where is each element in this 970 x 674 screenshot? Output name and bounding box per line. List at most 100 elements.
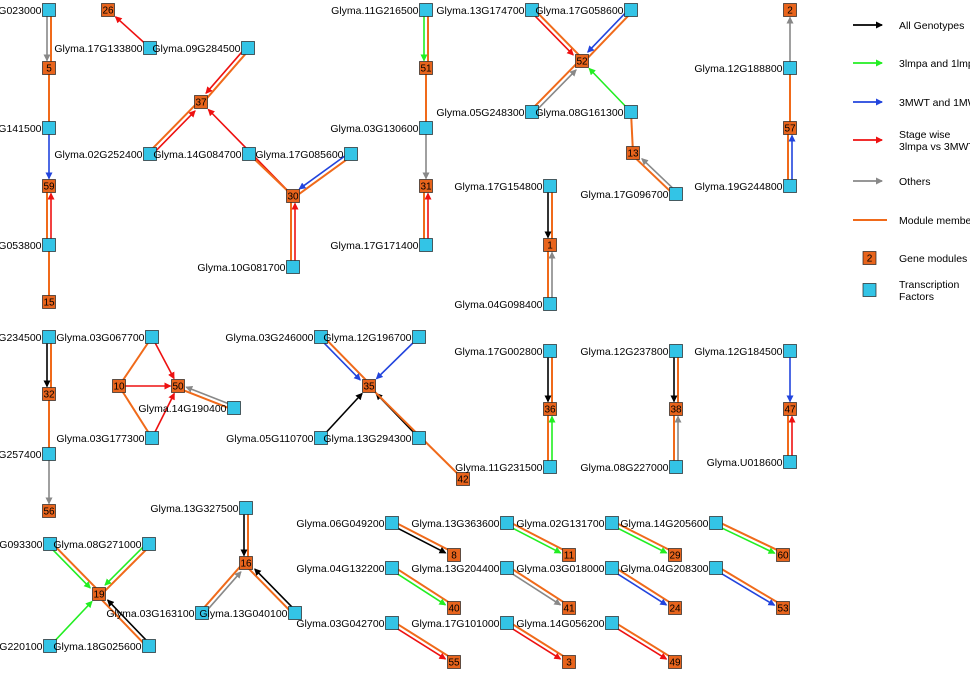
module-number: 42 xyxy=(457,475,469,486)
module-box xyxy=(562,548,576,562)
tf-node-Glyma-U018600: Glyma.U018600 xyxy=(707,455,797,469)
tf-label: Glyma.09G284500 xyxy=(152,43,240,55)
tf-label: Glyma.08G161300 xyxy=(535,107,623,119)
tf-box xyxy=(525,3,539,17)
tf-label: Glyma.17G101000 xyxy=(411,618,499,630)
tf-label: Glyma.08G271000 xyxy=(53,539,141,551)
regulation-arrow-other xyxy=(185,386,236,407)
legend-label-line2: 3lmpa vs 3MWT xyxy=(899,141,970,153)
tf-label: Glyma.17G171400 xyxy=(330,240,418,252)
legend-label: 3lmpa and 1lmpa xyxy=(899,58,970,70)
edge-tf_05G248300-m52 xyxy=(529,58,582,114)
module-node-30: 30 xyxy=(286,189,300,203)
module-number: 51 xyxy=(420,64,432,75)
legend-label-line2: Factors xyxy=(899,291,934,303)
module-node-59: 59 xyxy=(42,179,56,193)
edge-tf_04G132200-m40 xyxy=(390,565,456,608)
regulation-arrow-other xyxy=(202,571,242,615)
tf-node-Glyma-19G257400: Glyma.19G257400 xyxy=(0,447,56,461)
tf-node-Glyma-17G101000: Glyma.17G101000 xyxy=(411,616,514,630)
legend-label: Stage wise xyxy=(899,129,951,141)
module-member-line xyxy=(716,520,785,555)
edge-tf_13G174700-m52 xyxy=(530,7,585,61)
module-box xyxy=(171,379,185,393)
regulation-arrow-impa xyxy=(588,67,632,113)
edge-tf_03G042700-m55 xyxy=(390,620,456,662)
tf-node-Glyma-03G018000: Glyma.03G018000 xyxy=(516,561,619,575)
edge-tf_16G023000-m5 xyxy=(43,10,52,68)
tf-label: Glyma.18G025600 xyxy=(53,641,141,653)
module-number: 30 xyxy=(287,192,299,203)
regulation-arrow-stage xyxy=(530,10,574,56)
module-node-50: 50 xyxy=(171,379,185,393)
module-box xyxy=(419,179,433,193)
tf-label: Glyma.14G205600 xyxy=(620,518,708,530)
tf-label: Glyma.03G130600 xyxy=(330,123,418,135)
edge-tf_06G049200-m8 xyxy=(390,520,456,555)
module-node-8: 8 xyxy=(447,548,461,562)
module-node-36: 36 xyxy=(543,402,557,416)
edge-tf_08G271000-m19 xyxy=(99,542,152,597)
tf-node-Glyma-04G132200: Glyma.04G132200 xyxy=(296,561,399,575)
tf-node-Glyma-13G174700: Glyma.13G174700 xyxy=(436,3,539,17)
tf-node-Glyma-13G040100: Glyma.13G040100 xyxy=(199,606,302,620)
tf-label: Glyma.05G110700 xyxy=(226,433,314,445)
tf-label: Glyma.02G131700 xyxy=(516,518,604,530)
edge-tf_03G067700-m50 xyxy=(151,336,175,380)
module-box xyxy=(447,655,461,669)
edge-tf_17G085600-m30 xyxy=(293,151,353,199)
regulation-arrow-stage xyxy=(151,336,175,380)
regulation-arrow-mwt xyxy=(375,336,420,380)
tf-node-Glyma-02G131700: Glyma.02G131700 xyxy=(516,516,619,530)
edge-tf_17G154800-m1 xyxy=(544,186,553,245)
module-member-line xyxy=(248,153,294,197)
tf-box xyxy=(288,606,302,620)
module-node-56: 56 xyxy=(42,504,56,518)
legend-module-sample: 2 xyxy=(867,254,873,265)
module-number: 53 xyxy=(777,604,789,615)
module-node-29: 29 xyxy=(668,548,682,562)
module-box xyxy=(776,548,790,562)
tf-box xyxy=(669,344,683,358)
module-node-55: 55 xyxy=(447,655,461,669)
legend-item-all-genotypes: All Genotypes xyxy=(853,20,964,32)
module-number: 24 xyxy=(669,604,681,615)
tf-node-Glyma-19G234500: Glyma.19G234500 xyxy=(0,330,56,344)
module-number: 57 xyxy=(784,124,796,135)
module-node-41: 41 xyxy=(562,601,576,615)
module-number: 16 xyxy=(240,559,252,570)
edge-tf_03G163100-m16 xyxy=(199,561,246,615)
legend-label: All Genotypes xyxy=(899,20,964,32)
tf-node-Glyma-06G049200: Glyma.06G049200 xyxy=(296,516,399,530)
module-number: 29 xyxy=(669,551,681,562)
tf-label: Glyma.03G067700 xyxy=(56,332,144,344)
regulation-arrow-impa xyxy=(104,542,149,586)
tf-box xyxy=(227,401,241,415)
module-box xyxy=(447,601,461,615)
tf-node-Glyma-13G327500: Glyma.13G327500 xyxy=(150,501,253,515)
tf-box xyxy=(142,537,156,551)
edge-tf_13G204400-m41 xyxy=(505,565,571,608)
edge-tf_08G161300-m52 xyxy=(588,67,632,113)
tf-label: Glyma.12G237800 xyxy=(580,346,668,358)
tf-node-Glyma-17G002800: Glyma.17G002800 xyxy=(454,344,557,358)
tf-node-Glyma-17G133800: Glyma.17G133800 xyxy=(54,41,157,55)
module-box xyxy=(783,121,797,135)
legend-module-swatch xyxy=(862,251,877,265)
tf-label: Glyma.04G208300 xyxy=(620,563,708,575)
module-node-19: 19 xyxy=(92,587,106,601)
module-box xyxy=(42,295,56,309)
tf-box xyxy=(419,121,433,135)
tf-box xyxy=(500,616,514,630)
legend-label: Transcription xyxy=(899,279,959,291)
regulation-arrow-mwt xyxy=(318,337,361,381)
legend-item-3mwt-and-1mwt: 3MWT and 1MWT xyxy=(853,97,970,109)
regulation-arrow-mwt xyxy=(298,151,351,190)
edge-tf_17G058600-m52 xyxy=(582,8,634,64)
module-number: 13 xyxy=(627,149,639,160)
module-node-52: 52 xyxy=(575,54,589,68)
tf-node-Glyma-18G220100: Glyma.18G220100 xyxy=(0,639,57,653)
module-number: 15 xyxy=(43,298,55,309)
